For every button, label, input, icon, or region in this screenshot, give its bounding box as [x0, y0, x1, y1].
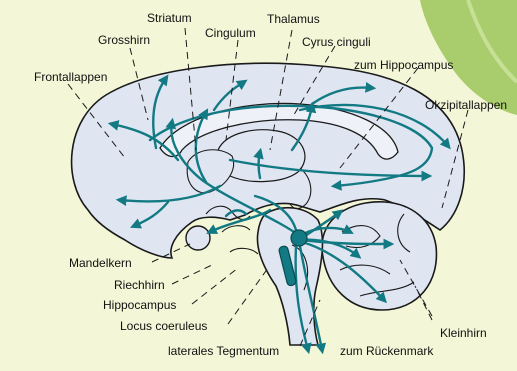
label-hippocampus: Hippocampus: [103, 298, 176, 312]
label-locus-coeruleus: Locus coeruleus: [120, 319, 207, 333]
label-mandelkern: Mandelkern: [69, 256, 132, 270]
label-riechhirn: Riechhirn: [114, 278, 165, 292]
label-zum-hippocampus: zum Hippocampus: [354, 58, 453, 72]
label-cyrus-cinguli: Cyrus cinguli: [302, 35, 371, 49]
amygdala: [186, 226, 210, 250]
label-okzipitallappen: Okzipitallappen: [425, 98, 507, 112]
label-thalamus: Thalamus: [267, 12, 320, 26]
label-cingulum: Cingulum: [205, 26, 256, 40]
label-laterales-tegmentum: laterales Tegmentum: [168, 344, 279, 358]
label-frontallappen: Frontallappen: [34, 70, 107, 84]
label-striatum: Striatum: [147, 11, 192, 25]
locus-coeruleus-nucleus: [291, 230, 307, 246]
label-kleinhirn: Kleinhirn: [440, 326, 487, 340]
label-grosshirn: Grosshirn: [98, 33, 150, 47]
label-zum-rueckenmark: zum Rückenmark: [340, 344, 433, 358]
